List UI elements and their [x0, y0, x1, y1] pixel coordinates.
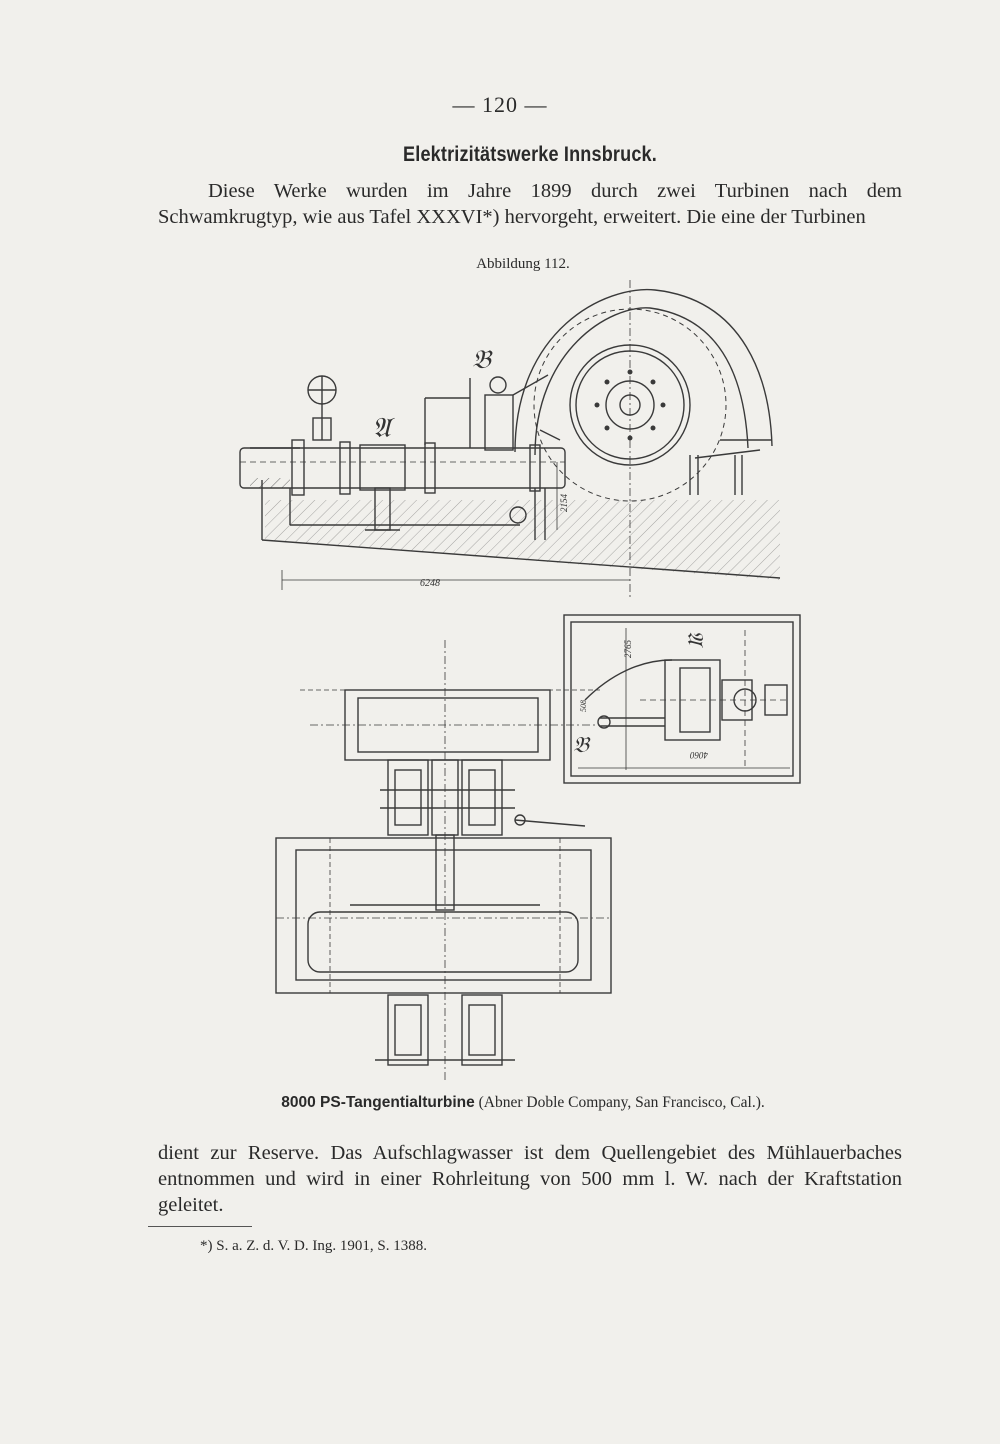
intro-paragraph: Diese Werke wurden im Jahre 1899 durch z…	[158, 180, 902, 228]
caption-source: (Abner Doble Company, San Francisco, Cal…	[474, 1094, 765, 1111]
footnote: *) S. a. Z. d. V. D. Ing. 1901, S. 1388.	[200, 1238, 427, 1254]
dim-height-label: 2154	[559, 494, 569, 513]
figure-caption: 8000 PS-Tangentialturbine (Abner Doble C…	[0, 1094, 1000, 1112]
figure-label: Abbildung 112.	[476, 256, 570, 272]
inset-view	[563, 614, 801, 784]
turbine-technical-drawing: 𝔄 𝔅 6248 2154 𝔄 𝔅 2765 4060 508	[239, 280, 801, 1080]
plan-view	[275, 640, 612, 1080]
page-number: — 120 —	[452, 92, 548, 117]
elevation-view	[239, 280, 781, 600]
inset-dim-1-label: 2765	[623, 640, 633, 659]
continuation-paragraph: dient zur Reserve. Das Aufschlagwasser i…	[158, 1142, 902, 1216]
dim-length-label: 6248	[420, 578, 440, 589]
footnote-rule	[148, 1226, 252, 1227]
label-b: 𝔅	[472, 345, 493, 374]
inset-label-b: 𝔅	[573, 732, 591, 757]
inset-dim-2-label: 4060	[690, 750, 709, 760]
inset-label-a: 𝔄	[683, 630, 708, 648]
label-a: 𝔄	[372, 413, 395, 444]
section-heading: Elektrizitätswerke Innsbruck.	[403, 143, 657, 166]
inset-dim-3-label: 508	[579, 700, 588, 712]
caption-title: 8000 PS-Tangentialturbine	[281, 1094, 475, 1111]
